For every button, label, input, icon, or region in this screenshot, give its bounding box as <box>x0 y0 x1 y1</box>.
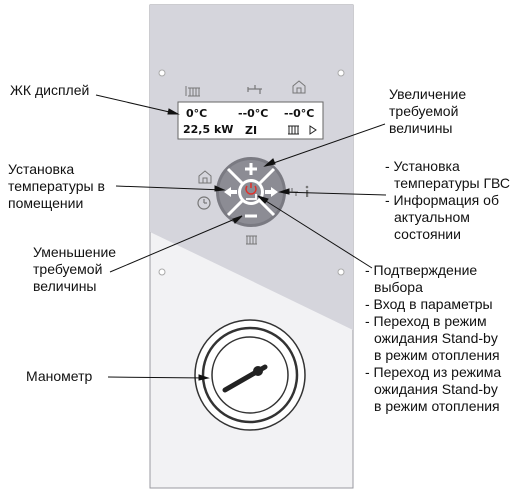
lcd-radiator-icon <box>288 125 299 135</box>
right-arrow-icon[interactable] <box>265 187 278 197</box>
clock-icon <box>197 196 211 210</box>
lcd-temp-1: 0°C <box>186 107 208 120</box>
screw-top-right <box>337 69 345 77</box>
callout-manometer <box>107 376 209 379</box>
lcd-play-icon <box>309 125 317 135</box>
radiator-icon <box>185 86 200 97</box>
enter-icon <box>246 194 257 200</box>
label-decrease: Уменьшение требуемой величины <box>33 244 117 294</box>
lcd-temp-2: --0°C <box>238 107 269 120</box>
lcd-power: 22,5 kW <box>183 123 234 136</box>
label-lcd-display: ЖК дисплей <box>10 82 90 98</box>
label-increase: Увеличение требуемой величины <box>389 86 467 136</box>
label-dhw: - Установка температуры ГВС - Информация… <box>385 158 511 242</box>
label-manometer: Манометр <box>26 368 93 384</box>
lcd-mode: ZI <box>245 124 258 137</box>
callout-dhw <box>279 191 387 196</box>
house-icon-left <box>198 170 212 184</box>
info-icon <box>305 185 309 197</box>
label-confirm-list: - Подтверждение выбора - Вход в параметр… <box>365 262 502 414</box>
callout-decrease <box>109 215 243 273</box>
callout-lcd <box>95 94 179 115</box>
screw-bottom-left <box>158 268 166 276</box>
house-icon <box>292 80 306 94</box>
plus-icon[interactable] <box>245 163 257 175</box>
left-arrow-icon[interactable] <box>224 187 237 197</box>
tap-icon <box>247 85 262 94</box>
callout-room-temp <box>115 185 225 191</box>
label-room-temp: Установка температуры в помещении <box>8 161 105 211</box>
screw-bottom-right <box>337 268 345 276</box>
callout-confirm <box>257 195 373 269</box>
callout-increase <box>264 123 386 167</box>
lcd-display <box>177 101 324 140</box>
screw-top-left <box>158 69 166 77</box>
radiator-icon-bottom <box>246 235 257 245</box>
power-icon <box>245 183 257 195</box>
lcd-temp-3: --0°C <box>284 107 315 120</box>
